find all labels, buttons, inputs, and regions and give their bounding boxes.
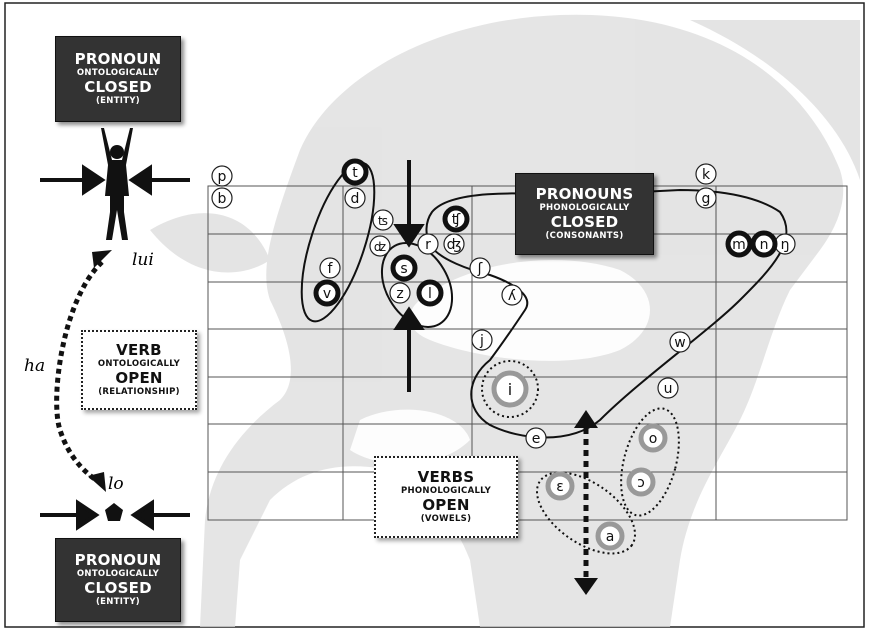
phoneme-t: t [352,165,358,181]
center-arrows [393,160,425,392]
pentagon-icon [105,503,123,521]
box-state: OPEN [422,496,470,514]
phoneme-dz: ʣ [374,240,386,254]
box-state: OPEN [115,369,163,387]
phoneme-g: g [702,191,711,207]
phoneme-a: a [606,529,615,545]
box-type: (RELATIONSHIP) [98,387,180,397]
phoneme-tsh: ʧ [452,212,461,228]
verb-relationship-box: VERB ONTOLOGICALLY OPEN (RELATIONSHIP) [81,330,197,410]
relation-arrow [54,250,112,492]
phoneme-z: z [396,286,403,302]
phoneme-ts: ʦ [378,214,388,228]
phoneme-m: m [732,237,746,253]
vowel-phoneme-circles [491,370,668,551]
vowel-outlines [481,360,680,555]
box-subtitle: PHONOLOGICALLY [400,486,492,496]
box-type: (CONSONANTS) [545,231,624,241]
box-state: CLOSED [84,579,152,597]
plain-phoneme-circles [211,163,796,449]
phoneme-s: s [400,261,407,277]
pronoun-entity-box-top: PRONOUN ONTOLOGICALLY CLOSED (ENTITY) [55,36,181,122]
label-lui: lui [132,250,154,270]
phoneme-k: k [702,167,711,183]
phoneme-r: r [425,237,431,253]
phoneme-j: j [479,333,484,349]
person-figure-icon [101,128,133,240]
phoneme-ng: ŋ [781,237,790,253]
box-subtitle: ONTOLOGICALLY [76,68,160,78]
verbs-vowels-box: VERBS PHONOLOGICALLY OPEN (VOWELS) [374,456,518,538]
openness-arrow [574,410,598,595]
compression-arrows-bottom [40,499,190,531]
phoneme-u: u [664,381,673,397]
compression-arrows-top [40,164,190,196]
box-title: PRONOUN [74,551,162,569]
phoneme-glyphs: p b t d ʦ ʣ ʧ r ʤ ʃ ʎ f v s z l k g m n … [218,165,790,545]
box-state: CLOSED [84,78,152,96]
pronoun-entity-box-bottom: PRONOUN ONTOLOGICALLY CLOSED (ENTITY) [55,538,181,622]
box-subtitle: ONTOLOGICALLY [97,359,181,369]
highlight-phoneme-circles [313,158,778,307]
box-type: (ENTITY) [95,96,140,106]
box-title: PRONOUN [74,50,162,68]
group-outlines [300,161,788,439]
box-subtitle: ONTOLOGICALLY [76,569,160,579]
phoneme-sh: ʃ [477,261,483,277]
label-lo: lo [108,474,124,494]
phoneme-e: e [532,431,541,447]
phoneme-d: d [351,191,360,207]
phoneme-w: w [674,335,685,351]
box-title: VERB [116,341,162,359]
box-type: (ENTITY) [95,597,140,607]
label-ha: ha [24,356,46,376]
box-type: (VOWELS) [420,514,472,524]
phoneme-lj: ʎ [508,288,516,304]
phoneme-o: o [649,431,658,447]
phoneme-v: v [323,286,331,302]
phoneme-i: i [508,380,512,399]
phoneme-p: p [218,169,227,185]
phoneme-f: f [328,261,334,277]
phoneme-open-e: ɛ [556,479,564,495]
pronouns-consonants-box: PRONOUNS PHONOLOGICALLY CLOSED (CONSONAN… [515,173,654,255]
box-title: VERBS [417,468,475,486]
phoneme-dzh: ʤ [447,237,462,253]
box-title: PRONOUNS [535,185,634,203]
phoneme-b: b [218,191,227,207]
box-state: CLOSED [550,213,619,231]
phoneme-n: n [760,237,769,253]
phoneme-l: l [428,286,432,302]
phoneme-open-o: ɔ [637,475,645,491]
box-subtitle: PHONOLOGICALLY [539,203,630,213]
